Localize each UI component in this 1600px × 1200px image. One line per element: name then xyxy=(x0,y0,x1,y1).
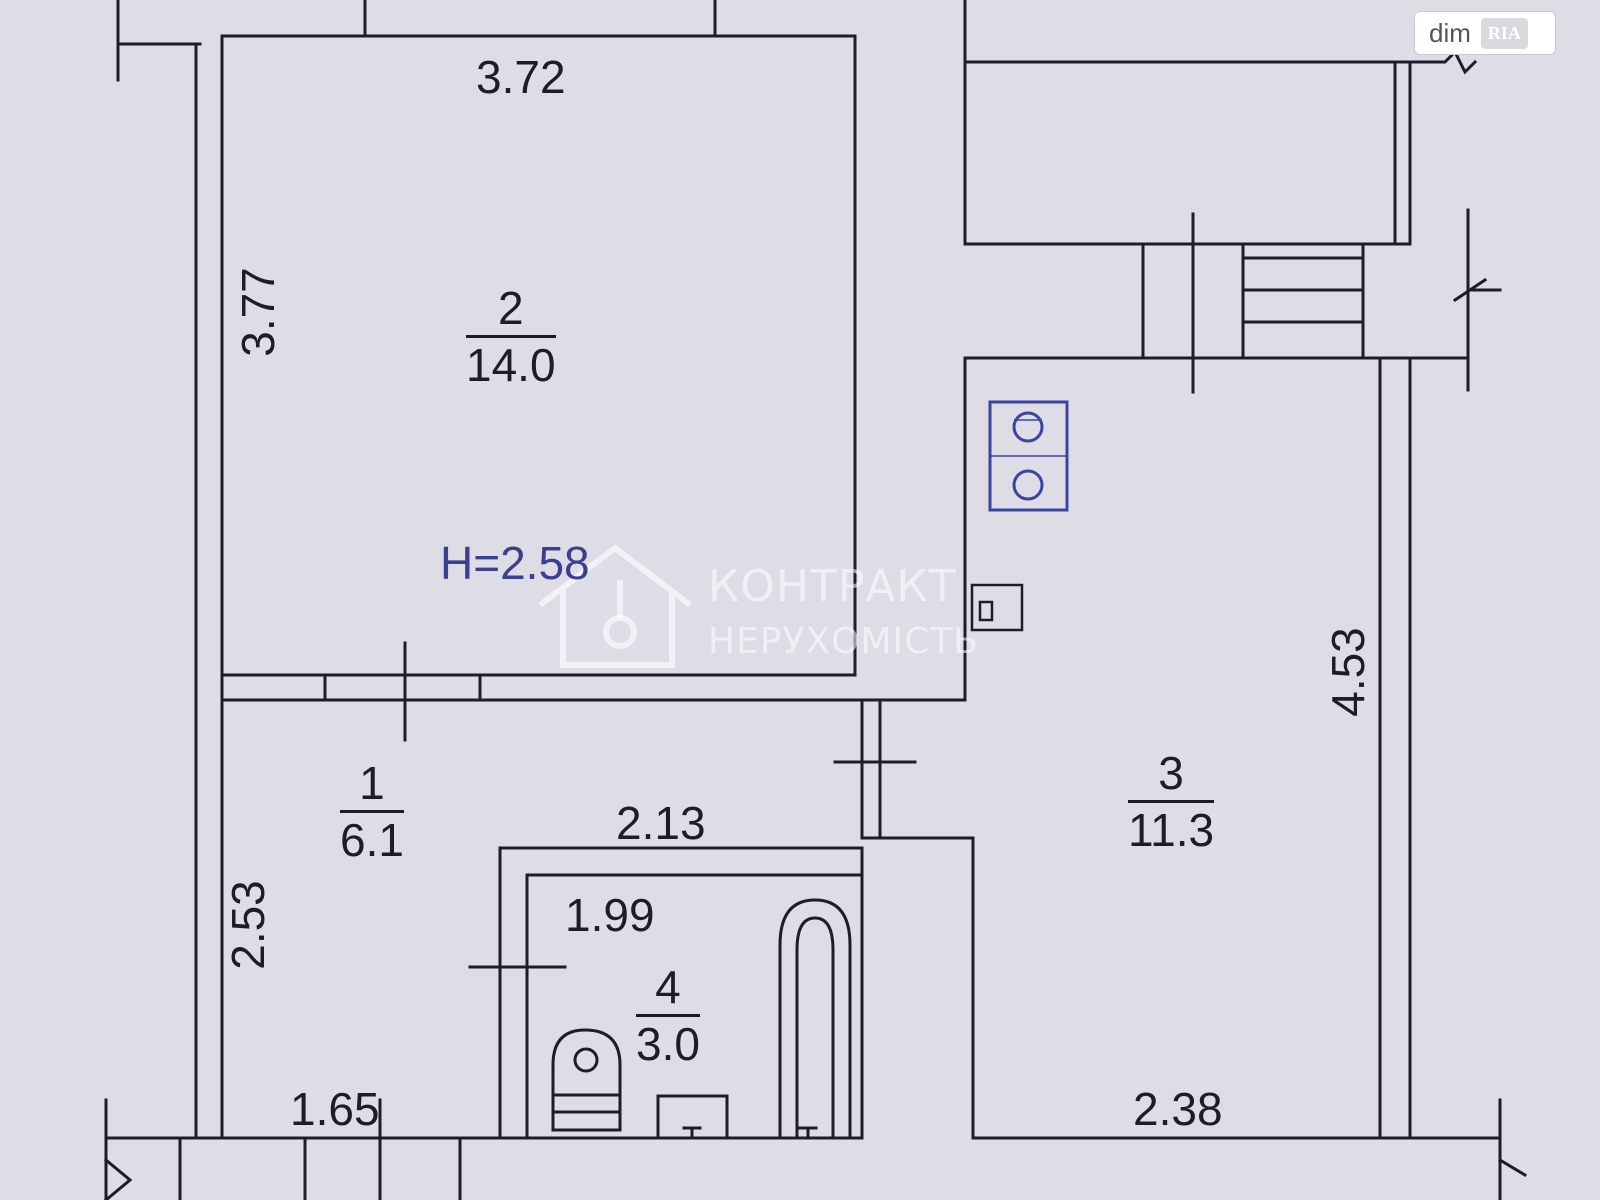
dim-ria-badge[interactable]: dim RIA xyxy=(1414,11,1556,55)
dim-room1-length: 2.53 xyxy=(222,880,274,970)
wall-top-left xyxy=(116,0,202,82)
sink-icon xyxy=(970,583,1024,632)
washbasin-icon xyxy=(656,1094,729,1140)
watermark-line-2: НЕРУХОМІСТЬ xyxy=(708,621,979,662)
bathtub-icon xyxy=(778,898,852,1140)
door-2-1 xyxy=(323,641,482,742)
dim-room1-width-b: 1.65 xyxy=(290,1083,380,1135)
room-area: 11.3 xyxy=(1128,804,1215,856)
room-label-1: 1 6.1 xyxy=(340,760,404,863)
stove-icon xyxy=(988,400,1069,512)
dim-room2-width: 3.72 xyxy=(476,51,566,103)
toilet-icon xyxy=(551,1028,622,1132)
room-area: 6.1 xyxy=(340,814,404,866)
dim-room4-width: 1.99 xyxy=(565,889,655,941)
dim-room2-length: 3.77 xyxy=(232,267,284,357)
wall-bottom xyxy=(104,1098,1502,1200)
dim-room3-width: 2.38 xyxy=(1133,1083,1223,1135)
bottom-break xyxy=(103,1157,1528,1200)
entrance xyxy=(178,1098,462,1200)
room-number: 4 xyxy=(636,964,700,1017)
ria-logo: RIA xyxy=(1480,17,1528,49)
room-number: 1 xyxy=(340,760,404,813)
house-key-watermark-icon xyxy=(538,544,692,668)
bath-wall-outer xyxy=(498,846,864,1140)
badge-text: dim xyxy=(1429,17,1471,48)
room-number: 2 xyxy=(466,285,556,338)
room2-walls xyxy=(220,34,857,677)
watermark-line-1: КОНТРАКТ xyxy=(708,561,957,612)
dim-room1-width-a: 2.13 xyxy=(616,797,706,849)
kitchen-left-wall xyxy=(853,356,1470,702)
balcony-door xyxy=(1141,212,1365,394)
room-area: 3.0 xyxy=(636,1018,700,1070)
bath-wall-inner xyxy=(525,873,864,1140)
room-area: 14.0 xyxy=(466,339,556,391)
wall-top-stub xyxy=(363,0,717,38)
room-label-3: 3 11.3 xyxy=(1128,750,1215,856)
ceiling-height: H=2.58 xyxy=(440,537,590,589)
room-number: 3 xyxy=(1128,750,1215,803)
dim-room3-length: 4.53 xyxy=(1322,627,1374,717)
corridor-wall xyxy=(860,836,975,1140)
room-label-2: 2 14.0 xyxy=(466,285,556,388)
room-label-4: 4 3.0 xyxy=(636,964,700,1067)
balcony-break xyxy=(1408,49,1502,392)
kitchen-right-wall xyxy=(1378,356,1412,1140)
balcony-walls xyxy=(963,0,1412,246)
door-1-3 xyxy=(833,698,917,840)
